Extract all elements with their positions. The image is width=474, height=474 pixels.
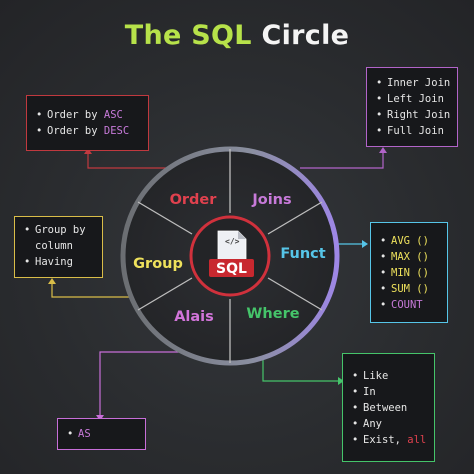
segment-label-funct: Funct	[280, 246, 325, 262]
funct-item-min: MIN ()	[379, 265, 439, 281]
order-item-asc: Order by ASC	[35, 107, 140, 123]
arrow-group	[48, 278, 56, 284]
funct-box: AVG () MAX () MIN () SUM () COUNT	[370, 222, 448, 323]
arrow-where	[338, 377, 344, 385]
order-item-desc: Order by DESC	[35, 123, 140, 139]
segment-label-group: Group	[133, 256, 183, 272]
title-part-1: The SQL	[124, 20, 252, 51]
group-box: Group by column Having	[14, 216, 103, 278]
sql-file-icon: </> SQL	[209, 230, 254, 277]
spoke-lower-right	[267, 277, 323, 311]
where-box: Like In Between Any Exist, all	[342, 353, 435, 462]
join-item-left: Left Join	[375, 91, 449, 107]
arrow-order	[84, 148, 92, 154]
segment-label-joins: Joins	[251, 192, 291, 208]
order-asc-keyword: ASC	[103, 109, 123, 121]
connector-where	[262, 352, 340, 382]
where-item-exist: Exist, all	[351, 432, 426, 448]
funct-item-count: COUNT	[379, 297, 439, 313]
where-item-in: In	[351, 384, 426, 400]
join-item-full: Full Join	[375, 123, 449, 139]
connector-alias	[99, 351, 190, 418]
order-desc-keyword: DESC	[103, 125, 130, 137]
spoke-upper-left	[137, 201, 193, 235]
segment-label-where: Where	[246, 306, 299, 322]
join-item-right: Right Join	[375, 107, 450, 123]
joins-box: Inner Join Left Join Right Join Full Joi…	[366, 67, 458, 147]
where-all-keyword: all	[407, 434, 427, 446]
funct-item-sum: SUM ()	[379, 281, 439, 297]
title-part-2: Circle	[261, 20, 350, 51]
where-item-between: Between	[351, 400, 426, 416]
spoke-upper-right	[267, 201, 323, 235]
connector-order	[87, 151, 166, 169]
svg-text:</>: </>	[225, 237, 240, 246]
connector-joins	[300, 150, 384, 169]
segment-label-alias: Alais	[174, 309, 214, 325]
connector-group	[51, 281, 133, 298]
where-item-like: Like	[351, 368, 426, 384]
group-item-group-by: Group by	[23, 222, 94, 238]
center-sql-label: SQL	[216, 261, 247, 277]
page-title: The SQL Circle	[0, 20, 474, 51]
where-item-any: Any	[351, 416, 426, 432]
arrow-funct	[362, 240, 368, 248]
arrow-joins	[379, 147, 387, 153]
funct-item-max: MAX ()	[379, 249, 439, 265]
group-item-column: column	[35, 240, 73, 252]
spoke-lower-left	[137, 277, 193, 311]
join-item-inner: Inner Join	[375, 75, 450, 91]
group-item-having: Having	[23, 254, 94, 270]
alias-box: AS	[57, 418, 146, 450]
funct-item-avg: AVG ()	[379, 233, 439, 249]
order-box: Order by ASC Order by DESC	[26, 95, 149, 151]
segment-label-order: Order	[170, 192, 218, 208]
alias-item-as: AS	[66, 426, 137, 442]
